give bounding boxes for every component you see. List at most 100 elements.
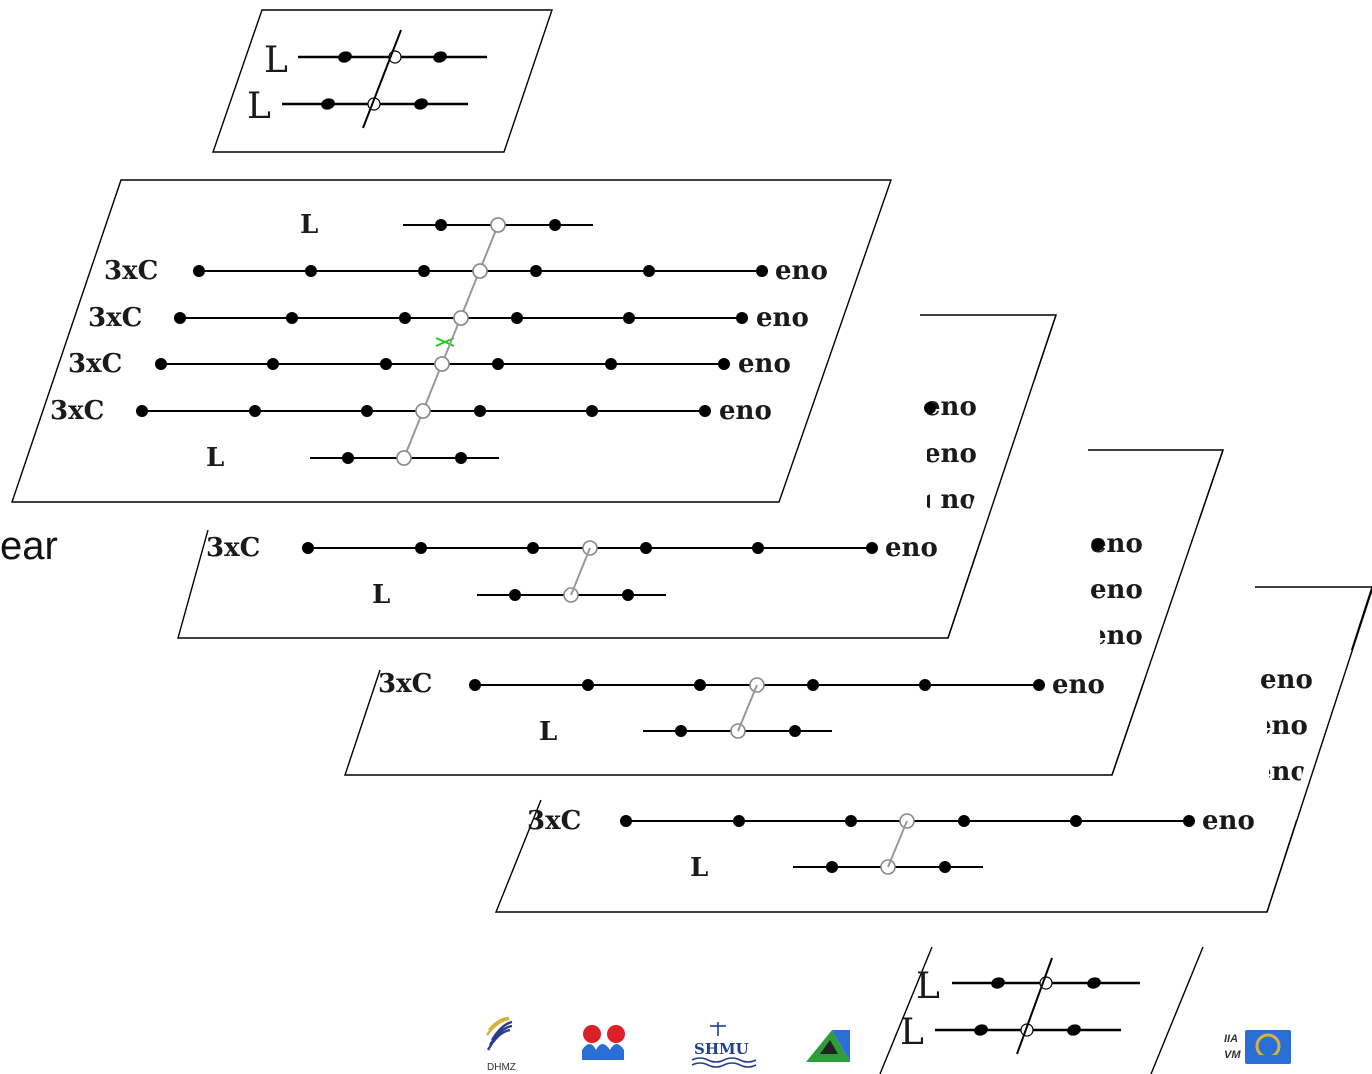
grid-point <box>845 815 857 827</box>
grid-point <box>455 452 467 464</box>
logo-caption: VM <box>1224 1049 1241 1061</box>
coarse-label: 3xC <box>50 396 104 426</box>
coarse-label: 3xC <box>104 256 158 286</box>
endpoint-label: eno <box>1052 670 1105 700</box>
panel-outline <box>345 450 1223 775</box>
grid-point <box>433 51 447 63</box>
grid-point <box>321 98 335 110</box>
grid-point <box>286 312 298 324</box>
logo-caption: IIA <box>1224 1033 1238 1045</box>
endpoint-label: eno <box>924 439 977 469</box>
red-blue-logo <box>582 1025 625 1060</box>
grid-point <box>267 358 279 370</box>
leveraged-label: L <box>372 580 390 610</box>
grid-point <box>694 679 706 691</box>
bottom-leveraged-panel: L L <box>879 946 1204 1074</box>
grid-point <box>469 679 481 691</box>
endpoint-label: eno <box>1260 665 1313 695</box>
grid-point <box>643 265 655 277</box>
grid-point <box>807 679 819 691</box>
logo-caption: SHMU <box>694 1040 749 1058</box>
grid-point <box>342 452 354 464</box>
panel-2-rows: 3xC eno L <box>206 533 938 610</box>
panel-3-rows: 3xC eno L <box>378 669 1105 747</box>
grid-point <box>435 219 447 231</box>
grid-point <box>174 312 186 324</box>
connector-line <box>570 547 591 596</box>
grid-point <box>974 1024 988 1036</box>
grid-point <box>1067 1024 1081 1036</box>
grid-point <box>136 405 148 417</box>
grid-point <box>1033 679 1045 691</box>
label-l-bottom-1: L <box>916 966 940 1007</box>
label-l-bottom-2: L <box>900 1012 924 1053</box>
shmu-logo: SHMU <box>691 1022 757 1068</box>
green-triangle-logo <box>806 1030 850 1062</box>
grid-point <box>415 542 427 554</box>
omega-logo: IIA VM <box>1224 1030 1291 1064</box>
grid-point <box>418 265 430 277</box>
grid-point <box>866 542 878 554</box>
endpoint-label: eno <box>1202 806 1255 836</box>
grid-point <box>620 815 632 827</box>
grid-point <box>623 312 635 324</box>
grid-point <box>958 815 970 827</box>
grid-point <box>399 312 411 324</box>
grid-point <box>756 265 768 277</box>
endpoint-label: eno <box>1090 575 1143 605</box>
grid-point <box>622 589 634 601</box>
panel-edge <box>1150 946 1204 1074</box>
grid-point <box>1092 539 1104 551</box>
grid-point <box>338 51 352 63</box>
dhmz-logo: DHMZ <box>486 1016 516 1073</box>
grid-point <box>193 265 205 277</box>
grid-point <box>919 679 931 691</box>
grid-point <box>1087 977 1101 989</box>
logo-caption: DHMZ <box>487 1062 516 1073</box>
panel-outline <box>178 315 1056 638</box>
grid-point <box>414 98 428 110</box>
label-l-top-1: L <box>264 40 288 81</box>
connector-line <box>1016 957 1053 1055</box>
grid-point <box>675 725 687 737</box>
grid-point <box>939 861 951 873</box>
grid-point <box>527 542 539 554</box>
connector-line <box>887 820 908 868</box>
grid-point <box>789 725 801 737</box>
panel-outline <box>212 9 553 153</box>
main-panel: L 3xC eno 3xC eno 3xC <box>11 179 892 503</box>
top-leveraged-panel: L L <box>212 9 553 153</box>
grid-point <box>305 265 317 277</box>
coarse-label: 3xC <box>527 806 581 836</box>
coarse-label: 3xC <box>206 533 260 563</box>
leveraged-label: L <box>300 210 318 240</box>
connector-line <box>737 684 758 732</box>
endpoint-label: eno <box>756 303 809 333</box>
grid-point <box>1070 815 1082 827</box>
grid-point <box>511 312 523 324</box>
grid-point <box>361 405 373 417</box>
endpoint-label: eno <box>775 256 828 286</box>
grid-point <box>586 405 598 417</box>
leveraged-label: L <box>539 717 557 747</box>
grid-point <box>530 265 542 277</box>
leveraged-label: L <box>206 443 224 473</box>
coarse-label: 3xC <box>88 303 142 333</box>
slide-text-fragment: ear <box>0 524 58 568</box>
grid-point <box>699 405 711 417</box>
grid-point <box>155 358 167 370</box>
grid-point <box>549 219 561 231</box>
panel-edge <box>879 946 933 1074</box>
grid-point <box>991 977 1005 989</box>
stacked-panel-4: eno eno eno <box>494 586 1372 913</box>
grid-point <box>582 679 594 691</box>
grid-point <box>249 405 261 417</box>
grid-point <box>736 312 748 324</box>
endpoint-label: eno <box>738 349 791 379</box>
grid-point <box>302 542 314 554</box>
coarse-label: 3xC <box>378 669 432 699</box>
grid-point <box>509 589 521 601</box>
grid-point <box>380 358 392 370</box>
label-l-top-2: L <box>247 86 271 127</box>
